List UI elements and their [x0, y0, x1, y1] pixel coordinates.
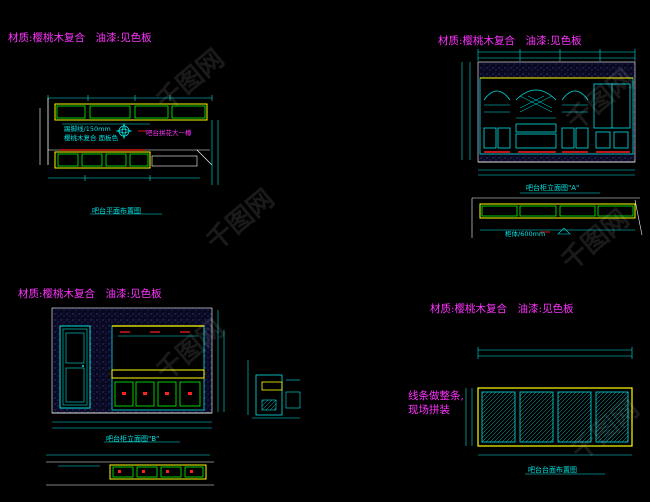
material-note-bottom-right: 材质:樱桃木复合 油漆:见色板: [430, 303, 574, 315]
medallion-ornament: [115, 122, 133, 140]
material-note-bottom-left: 材质:樱桃木复合 油漆:见色板: [18, 288, 162, 300]
caption-top-right: 吧台柜立面图"A": [526, 184, 580, 192]
plan-view-top-left: [39, 95, 219, 215]
annotation-top-left-3: 吧台拼花大一樽: [146, 129, 192, 137]
elevation-b-bottom-left: [46, 307, 301, 486]
annotation-top-left-1: 踢脚线/150mm: [64, 125, 111, 133]
material-note-top-right: 材质:樱桃木复合 油漆:见色板: [438, 35, 582, 47]
material-note-top-left: 材质:樱桃木复合 油漆:见色板: [8, 32, 152, 44]
note-line-1: 线条做整条,: [408, 390, 464, 402]
caption-top-left: 吧台平面布置图: [92, 207, 141, 215]
caption-bottom-right: 吧台台面布置图: [528, 466, 577, 474]
counter-plan-bottom-right: [465, 347, 633, 475]
caption-bottom-left: 吧台柜立面图"B": [106, 435, 160, 443]
annotation-top-left-2: 樱桃木复合 面板色: [64, 134, 119, 142]
annotation-top-right-1: 柜体/600mm: [505, 230, 546, 238]
note-line-2: 现场拼装: [408, 404, 450, 416]
elevation-a-top-right: [461, 49, 643, 238]
